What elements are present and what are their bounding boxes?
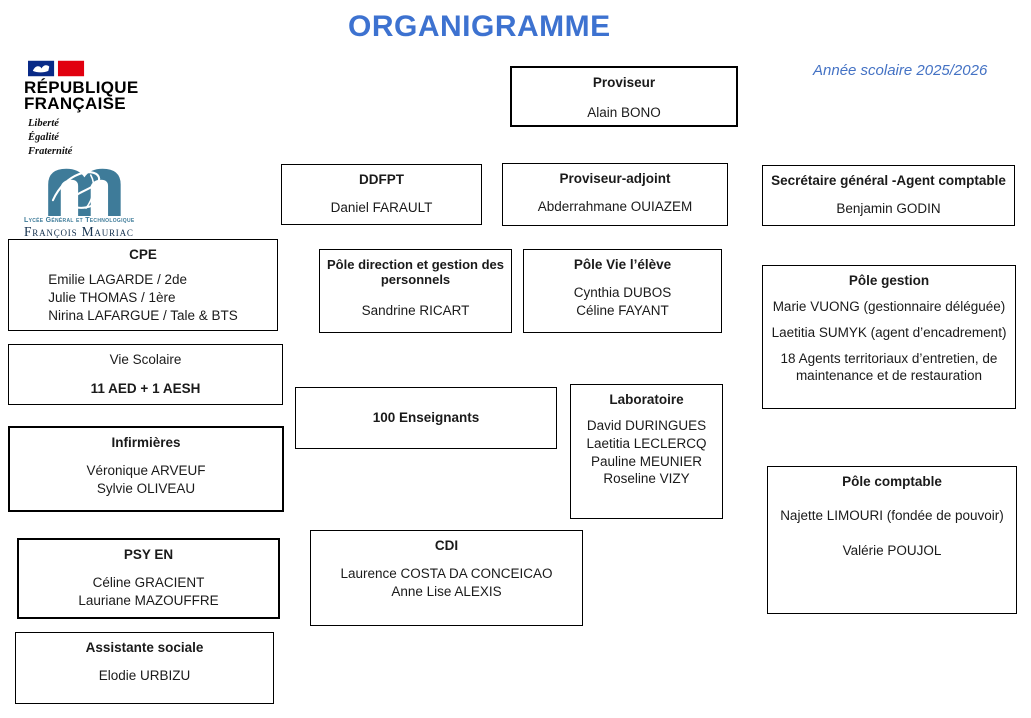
box-line: 11 AED + 1 AESH (90, 380, 201, 396)
box-line: Laetitia LECLERCQ (586, 435, 707, 451)
box-line: Marie VUONG (gestionnaire déléguée) (772, 298, 1006, 314)
box-line: Nirina LAFARGUE / Tale & BTS (48, 307, 238, 323)
org-box-assistante-sociale: Assistante sociale Elodie URBIZU (15, 632, 274, 704)
school-logo: RÉPUBLIQUE FRANÇAISE Liberté Égalité Fra… (24, 60, 152, 240)
mauriac-m-icon (48, 168, 121, 217)
box-line: Laurence COSTA DA CONCEICAO (340, 565, 553, 581)
box-title: Infirmières (111, 435, 181, 450)
box-line: Najette LIMOURI (fondée de pouvoir) (780, 507, 1004, 523)
box-line: Céline FAYANT (576, 302, 669, 318)
page-title: ORGANIGRAMME (348, 10, 611, 43)
org-box-infirmieres: Infirmières Véronique ARVEUF Sylvie OLIV… (8, 426, 284, 512)
org-box-laboratoire: Laboratoire David DURINGUES Laetitia LEC… (570, 384, 723, 519)
box-line: Véronique ARVEUF (86, 462, 206, 478)
box-line: Céline GRACIENT (92, 574, 205, 590)
school-name-label: François Mauriac (24, 224, 134, 240)
org-box-enseignants: 100 Enseignants (295, 387, 557, 449)
box-line: Emilie LAGARDE / 2de (48, 271, 188, 287)
box-line: Abderrahmane OUIAZEM (537, 198, 693, 214)
org-box-psy-en: PSY EN Céline GRACIENT Lauriane MAZOUFFR… (17, 538, 280, 619)
box-line: Cynthia DUBOS (573, 284, 672, 300)
box-line: Elodie URBIZU (98, 667, 191, 683)
box-line: Laetitia SUMYK (agent d’encadrement) (771, 324, 1007, 340)
org-box-pole-comptable: Pôle comptable Najette LIMOURI (fondée d… (767, 466, 1017, 614)
org-box-vie-scolaire: Vie Scolaire 11 AED + 1 AESH (8, 344, 283, 405)
box-line: Benjamin GODIN (836, 200, 941, 216)
box-title: Proviseur-adjoint (559, 171, 671, 186)
box-line: Daniel FARAULT (330, 199, 433, 215)
box-line: Anne Lise ALEXIS (391, 583, 502, 599)
box-title: PSY EN (123, 547, 174, 562)
box-line: Alain BONO (587, 104, 661, 120)
box-line: Lauriane MAZOUFFRE (78, 592, 219, 608)
republique-line1: RÉPUBLIQUE (24, 78, 139, 97)
republique-line2: FRANÇAISE (24, 94, 126, 114)
box-title: DDFPT (359, 172, 404, 187)
box-title: Assistante sociale (85, 640, 204, 655)
box-title: Secrétaire général -Agent comptable (771, 173, 1006, 188)
french-flag-icon (28, 60, 85, 77)
box-line: David DURINGUES (586, 417, 707, 433)
republique-francaise-text: RÉPUBLIQUE FRANÇAISE (24, 78, 152, 114)
school-type-label: Lycée Général et Technologique (24, 217, 135, 225)
org-box-secretaire-general: Secrétaire général -Agent comptable Benj… (762, 165, 1015, 226)
motto-egalite: Égalité (28, 131, 59, 143)
box-title: CDI (434, 538, 459, 553)
school-year-label: Année scolaire 2025/2026 (813, 62, 988, 79)
box-title: Vie Scolaire (109, 352, 182, 367)
box-title: 100 Enseignants (372, 410, 480, 426)
org-box-proviseur-adjoint: Proviseur-adjoint Abderrahmane OUIAZEM (502, 163, 728, 226)
box-title: Pôle Vie l’élève (573, 257, 672, 272)
box-title: CPE (129, 247, 157, 262)
box-line: Valérie POUJOL (842, 542, 942, 558)
org-box-pole-direction: Pôle direction et gestion des personnels… (319, 249, 512, 333)
box-title: Pôle comptable (842, 474, 942, 489)
box-line: Pauline MEUNIER (590, 453, 703, 469)
org-box-pole-vie-eleve: Pôle Vie l’élève Cynthia DUBOS Céline FA… (523, 249, 722, 333)
box-title: Pôle direction et gestion des personnels (327, 257, 504, 288)
motto-liberte: Liberté (28, 118, 59, 130)
org-box-ddfpt: DDFPT Daniel FARAULT (281, 164, 482, 225)
box-title: Laboratoire (609, 392, 684, 407)
org-box-pole-gestion: Pôle gestion Marie VUONG (gestionnaire d… (762, 265, 1016, 409)
cpe-members-list: Emilie LAGARDE / 2de Julie THOMAS / 1ère… (48, 271, 238, 324)
org-box-cpe: CPE Emilie LAGARDE / 2de Julie THOMAS / … (8, 239, 278, 331)
box-line: Sylvie OLIVEAU (96, 480, 196, 496)
motto-fraternite: Fraternité (28, 145, 73, 157)
box-line: 18 Agents territoriaux d’entretien, de m… (780, 350, 998, 384)
box-line: Sandrine RICART (361, 302, 470, 318)
box-title: Pôle gestion (848, 273, 930, 288)
org-box-cdi: CDI Laurence COSTA DA CONCEICAO Anne Lis… (310, 530, 583, 626)
box-line: Julie THOMAS / 1ère (48, 289, 176, 305)
org-box-proviseur: Proviseur Alain BONO (510, 66, 738, 127)
box-line: Roseline VIZY (603, 471, 690, 487)
motto-text: Liberté Égalité Fraternité (28, 117, 152, 158)
box-title: Proviseur (592, 75, 656, 90)
